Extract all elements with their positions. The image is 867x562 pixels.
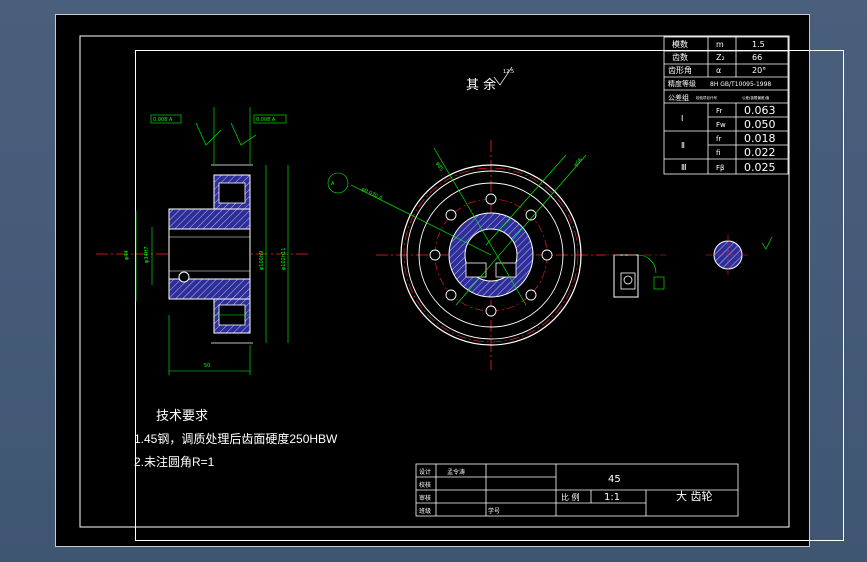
svg-text:A: A — [331, 181, 335, 187]
param-sym-1: Z₂ — [716, 53, 725, 62]
tol-sym-4: Fβ — [716, 164, 725, 172]
parameter-text: 模数 m 1.5 齿数 Z₂ 66 齿形角 α 20° 精度等级 8H GB/T… — [668, 39, 776, 174]
check-label: 校核 — [419, 481, 431, 489]
grade-value: 8H GB/T10095-1998 — [710, 81, 771, 88]
title-block — [415, 463, 739, 517]
detail-views — [596, 235, 773, 298]
tol-group-2: Ⅱ — [681, 141, 685, 150]
param-label-2: 齿形角 — [668, 65, 692, 75]
front-view: φ0.030 A φ85 φ56 A 其 余 12.5 — [327, 66, 606, 370]
tol-group-0: Ⅰ — [681, 114, 683, 123]
svg-text:φ56: φ56 — [573, 157, 584, 168]
tol-val-2: 0.018 — [744, 132, 776, 145]
param-label-1: 齿数 — [672, 52, 688, 62]
scale-label: 比 例 — [561, 492, 580, 502]
param-val-0: 1.5 — [752, 40, 765, 49]
param-label-0: 模数 — [672, 39, 688, 49]
svg-text:φ34H7: φ34H7 — [144, 246, 150, 263]
scale-value: 1:1 — [604, 492, 620, 503]
tol-sym-2: fr — [716, 135, 721, 143]
param-val-1: 66 — [752, 53, 762, 62]
tech-title: 技术要求 — [156, 408, 208, 423]
tech-line-2: 2.未注圆角R=1 — [134, 454, 215, 469]
svg-text:0.008 A: 0.008 A — [153, 117, 173, 123]
tech-line-1: 1.45钢，调质处理后齿面硬度250HBW — [134, 431, 338, 446]
param-sym-0: m — [716, 40, 724, 49]
svg-text:φ100h9: φ100h9 — [259, 251, 265, 270]
param-sym-2: α — [716, 66, 721, 75]
inner-border — [79, 35, 790, 528]
drawing-frame — [135, 50, 844, 541]
technical-requirements: 技术要求 1.45钢，调质处理后齿面硬度250HBW 2.未注圆角R=1 — [134, 408, 338, 469]
param-val-2: 20° — [752, 66, 766, 75]
group-head2: 检验项目代号 — [696, 95, 717, 100]
tol-val-1: 0.050 — [744, 118, 776, 131]
tol-sym-3: fi — [716, 149, 720, 157]
parameter-table — [663, 36, 789, 175]
id-label: 学号 — [488, 507, 500, 515]
svg-text:0.008 A: 0.008 A — [256, 117, 276, 123]
svg-text:φ0.030 A: φ0.030 A — [360, 186, 383, 202]
grade-label: 精度等级 — [668, 79, 696, 88]
title-block-text: 设计 孟令涛 校核 审核 班级 学号 45 比 例 1:1 大 齿轮 — [419, 468, 713, 515]
tol-sym-0: Fr — [716, 107, 723, 115]
material: 45 — [608, 474, 621, 485]
section-view: 0.008 A 0.008 A φ44 φ34H7 φ100h9 φ102h11… — [96, 107, 311, 375]
svg-text:50: 50 — [204, 363, 210, 369]
tol-sym-1: Fw — [716, 121, 726, 129]
tol-group-4: Ⅲ — [681, 163, 687, 172]
group-head3: 公差(极限偏差)值 — [742, 95, 770, 100]
design-label: 设计 — [419, 468, 431, 476]
tol-val-4: 0.025 — [744, 161, 776, 174]
roughness-note: 其 余 — [466, 77, 496, 93]
svg-text:φ44: φ44 — [124, 250, 130, 260]
svg-text:φ85: φ85 — [434, 161, 444, 172]
class-label: 班级 — [419, 507, 431, 515]
tol-val-3: 0.022 — [744, 146, 776, 159]
tol-val-0: 0.063 — [744, 104, 776, 117]
drawing-canvas: 0.008 A 0.008 A φ44 φ34H7 φ100h9 φ102h11… — [79, 35, 790, 528]
group-label: 公差组 — [668, 93, 689, 102]
review-label: 审核 — [419, 494, 431, 502]
svg-text:φ102h11: φ102h11 — [281, 248, 287, 270]
part-name: 大 齿轮 — [676, 489, 713, 503]
designer-name: 孟令涛 — [447, 468, 465, 476]
cad-viewport[interactable]: 0.008 A 0.008 A φ44 φ34H7 φ100h9 φ102h11… — [55, 14, 844, 547]
